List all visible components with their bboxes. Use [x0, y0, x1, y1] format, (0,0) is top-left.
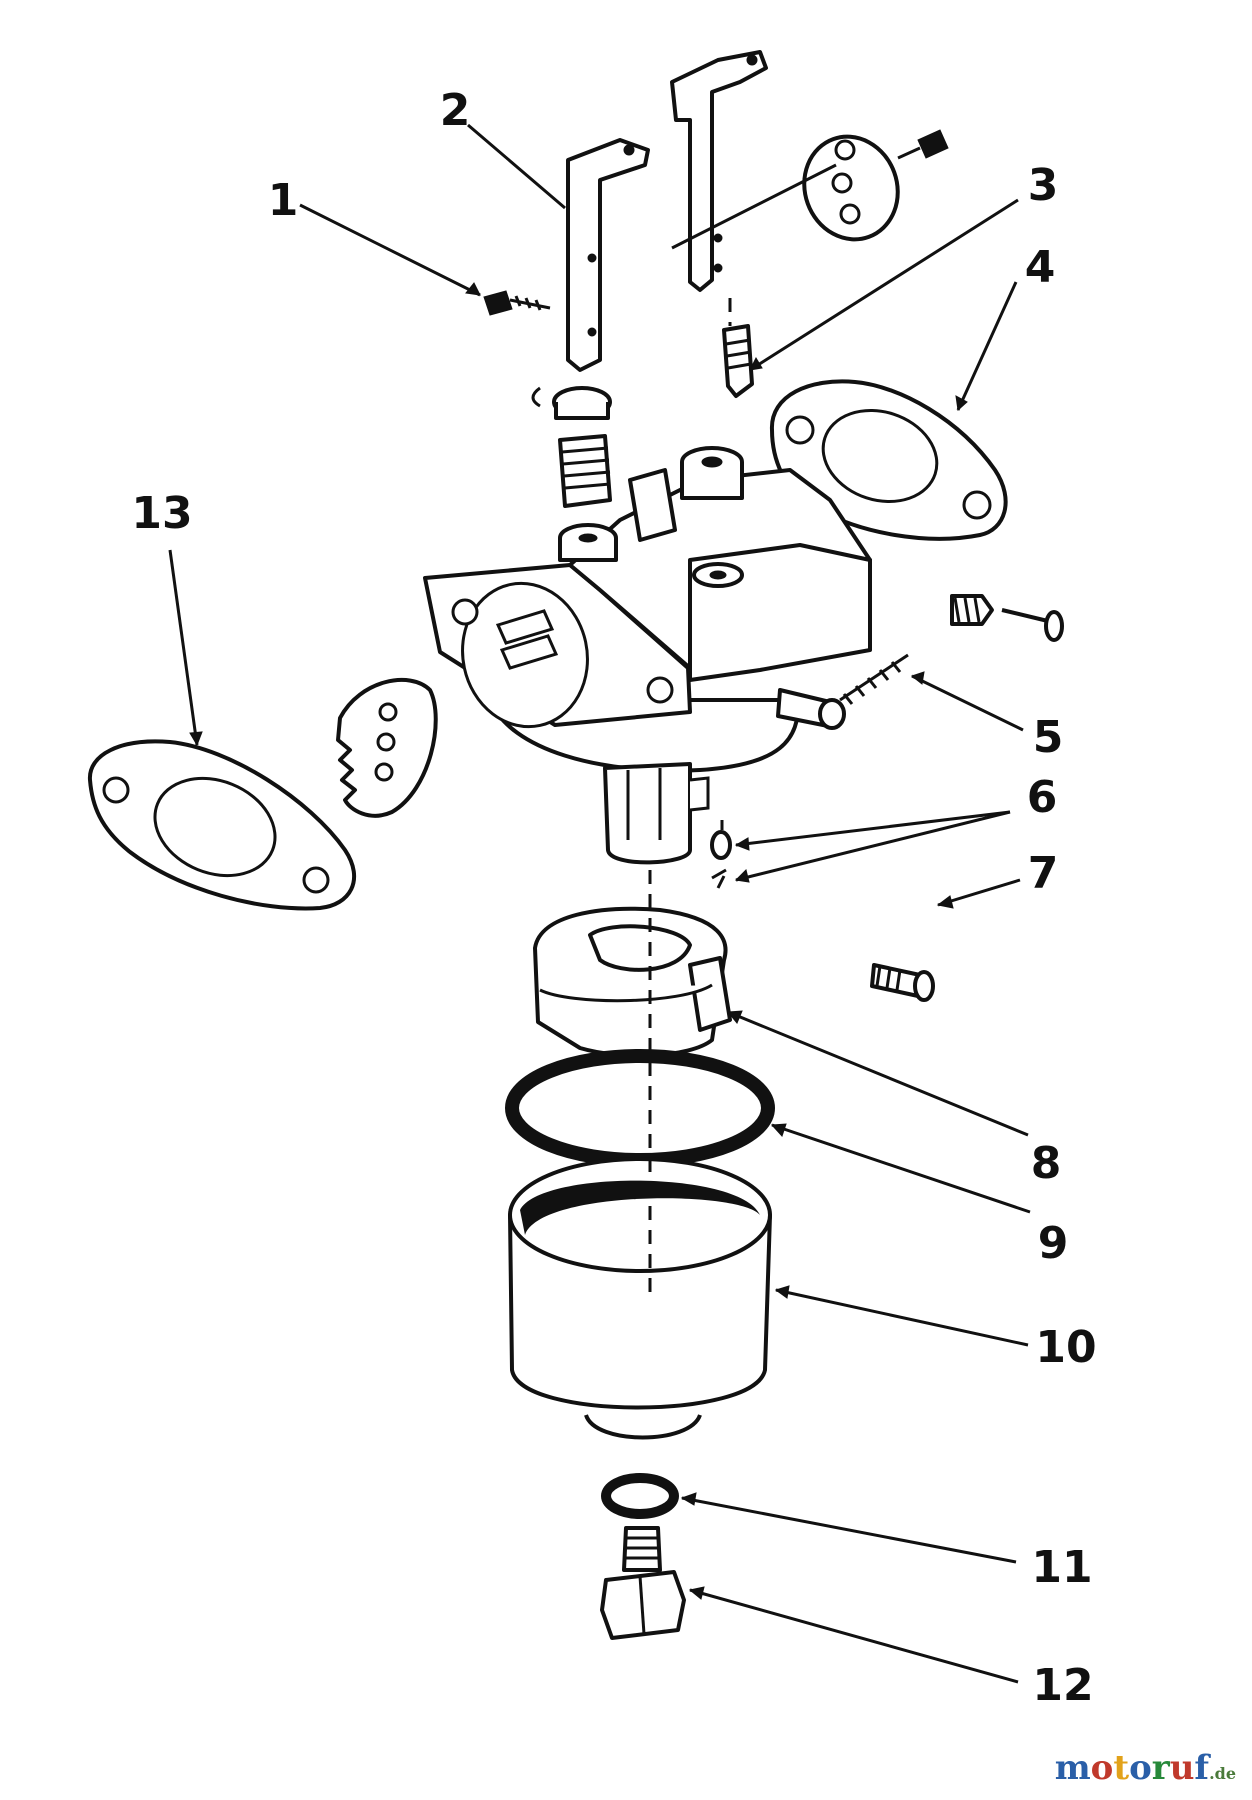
watermark-letter: r — [1151, 1748, 1170, 1788]
callout-11: 11 — [1031, 1542, 1092, 1593]
float-bowl-part — [508, 1157, 772, 1440]
choke-shaft-part — [670, 50, 768, 292]
watermark-letter: t — [1113, 1748, 1130, 1788]
callout-10: 10 — [1035, 1322, 1096, 1373]
callout-labels: 1 2 3 4 5 6 7 8 9 10 11 12 13 — [131, 85, 1096, 1711]
left-gasket-part — [87, 739, 357, 911]
motoruf-watermark-logo: motoruf.de — [1055, 1748, 1236, 1788]
callout-3: 3 — [1028, 160, 1059, 211]
watermark-letter: f — [1194, 1748, 1210, 1788]
callout-8: 8 — [1031, 1138, 1062, 1189]
watermark-letter: o — [1129, 1748, 1152, 1788]
callout-7: 7 — [1028, 848, 1059, 899]
float-pin-part — [710, 820, 732, 889]
carburetor-body-part — [423, 446, 872, 865]
throttle-screw-part — [483, 290, 551, 316]
watermark-letters: motoruf — [1055, 1748, 1209, 1788]
callout-13: 13 — [131, 488, 192, 539]
bowl-screw-part — [870, 963, 935, 1002]
bowl-gasket-part — [505, 1049, 775, 1167]
callout-12: 12 — [1032, 1660, 1093, 1711]
throttle-plate-part — [336, 677, 438, 818]
watermark-letter: o — [1090, 1748, 1114, 1788]
callout-1: 1 — [268, 175, 299, 226]
choke-plate-part — [802, 129, 949, 242]
washer-part — [601, 1473, 679, 1519]
bowl-nut-part — [600, 1526, 686, 1640]
float-part — [533, 906, 732, 1058]
idle-screw-part — [722, 298, 754, 398]
callout-2: 2 — [440, 85, 471, 136]
watermark-domain: .de — [1209, 1764, 1236, 1783]
callout-4: 4 — [1025, 242, 1056, 293]
callout-5: 5 — [1033, 712, 1064, 763]
watermark-letter: u — [1169, 1748, 1195, 1788]
callout-9: 9 — [1038, 1218, 1069, 1269]
watermark-letter: m — [1054, 1748, 1091, 1788]
mixture-screw-part — [839, 594, 1064, 705]
leader-lines — [168, 123, 1031, 1684]
throttle-spring-part — [531, 386, 612, 508]
throttle-shaft-part — [566, 138, 650, 372]
callout-6: 6 — [1027, 772, 1058, 823]
